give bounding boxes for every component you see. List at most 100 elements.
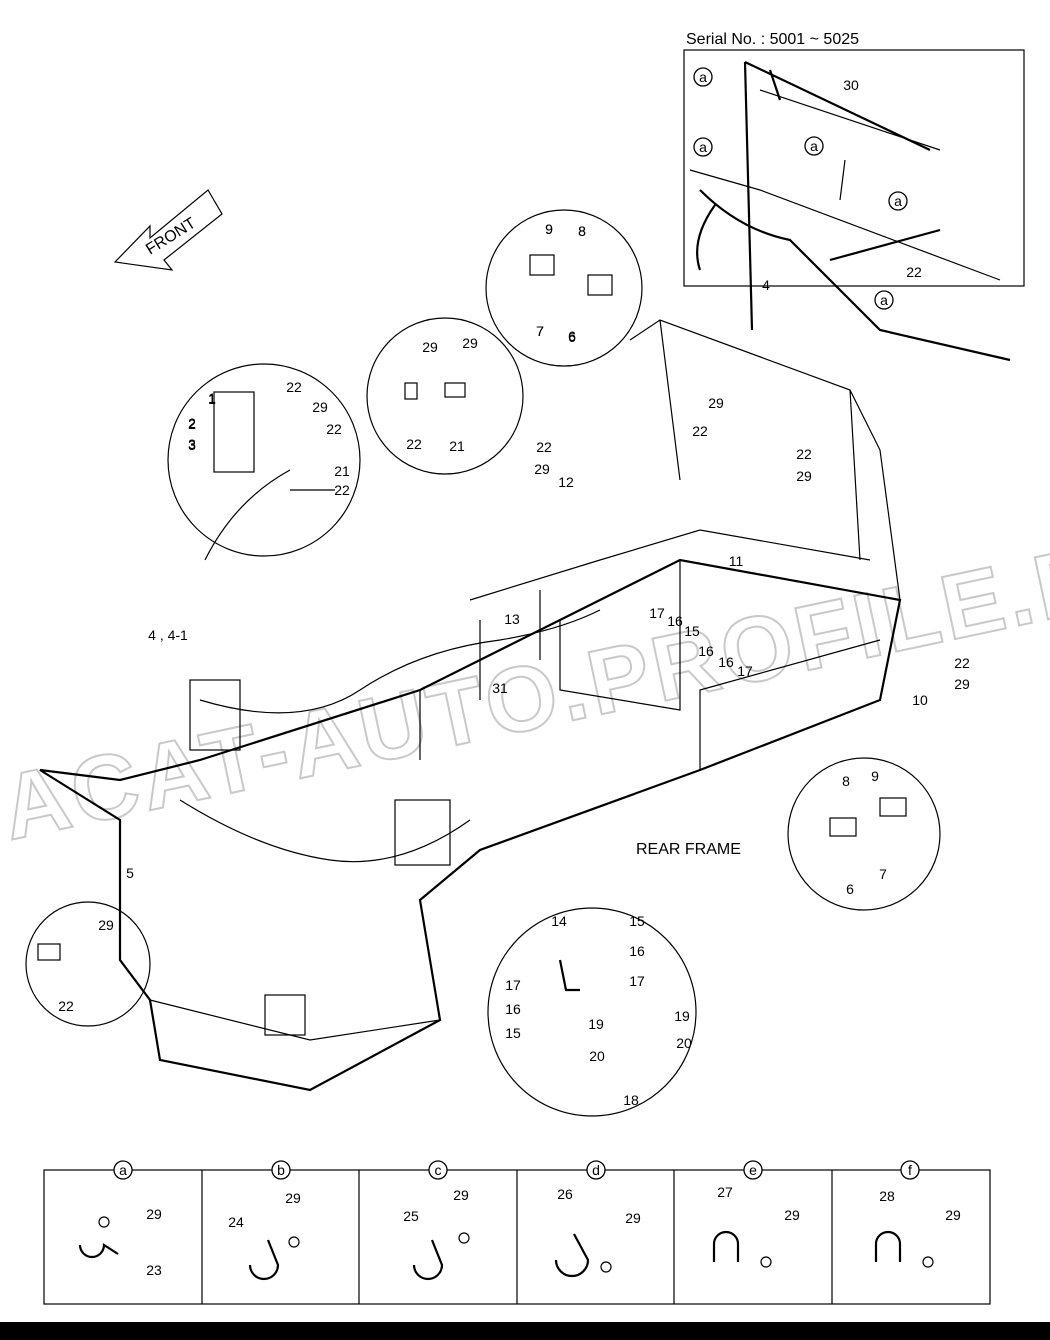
svg-text:16: 16: [698, 643, 714, 659]
svg-text:17: 17: [505, 977, 521, 993]
svg-text:15: 15: [684, 623, 700, 639]
svg-text:22: 22: [286, 379, 302, 395]
svg-text:13: 13: [504, 611, 520, 627]
svg-text:25: 25: [403, 1208, 419, 1224]
svg-text:7: 7: [879, 866, 887, 882]
detail-circle-2: 29 29 22 21: [366, 317, 524, 475]
detail-circle-1: 1 2 3 22 29 22 21 22: [167, 363, 361, 561]
svg-text:a: a: [699, 139, 707, 155]
inset-serial-box: [683, 49, 1025, 362]
svg-text:a: a: [894, 193, 902, 209]
svg-text:a: a: [880, 292, 888, 308]
svg-text:29: 29: [98, 917, 114, 933]
callout-30: 30: [843, 77, 859, 93]
svg-text:15: 15: [629, 913, 645, 929]
svg-text:21: 21: [334, 463, 350, 479]
svg-text:22: 22: [954, 655, 970, 671]
svg-text:29: 29: [784, 1207, 800, 1223]
svg-text:8: 8: [578, 223, 586, 239]
svg-text:19: 19: [588, 1016, 604, 1032]
svg-text:14: 14: [551, 913, 567, 929]
detail-circle-6: 14 15 16 17 17 16 15 19 19 20 20 18: [487, 907, 697, 1117]
legend-cell-b: b 29 24: [228, 1160, 301, 1281]
svg-text:29: 29: [954, 676, 970, 692]
svg-text:29: 29: [534, 461, 550, 477]
svg-text:8: 8: [578, 223, 586, 239]
svg-text:31: 31: [492, 680, 508, 696]
svg-text:23: 23: [146, 1262, 162, 1278]
svg-text:a: a: [810, 138, 818, 154]
svg-text:6: 6: [846, 881, 854, 897]
svg-text:1: 1: [208, 391, 216, 407]
svg-text:6: 6: [568, 329, 576, 345]
svg-text:9: 9: [871, 768, 879, 784]
callout-22: 22: [906, 264, 922, 280]
svg-text:29: 29: [285, 1190, 301, 1206]
svg-text:22: 22: [796, 446, 812, 462]
svg-text:17: 17: [649, 605, 665, 621]
detail-circle-5: 29 22: [25, 901, 151, 1027]
svg-text:22: 22: [536, 439, 552, 455]
svg-text:22: 22: [326, 421, 342, 437]
svg-text:20: 20: [676, 1035, 692, 1051]
svg-text:2: 2: [188, 416, 196, 432]
svg-text:18: 18: [623, 1092, 639, 1108]
bottom-band: [0, 1322, 1050, 1340]
svg-text:15: 15: [505, 1025, 521, 1041]
legend-cell-f: f 29 28: [874, 1160, 961, 1268]
serial-number: Serial No. : 5001 ~ 5025: [686, 31, 859, 48]
svg-text:10: 10: [912, 692, 928, 708]
svg-text:12: 12: [558, 474, 574, 490]
legend-cell-e: e 29 27: [712, 1160, 800, 1268]
svg-text:27: 27: [717, 1184, 733, 1200]
svg-text:20: 20: [589, 1048, 605, 1064]
svg-text:29: 29: [945, 1207, 961, 1223]
rear-frame-label: REAR FRAME: [636, 841, 741, 858]
svg-text:16: 16: [718, 654, 734, 670]
front-arrow: FRONT: [113, 189, 223, 271]
svg-text:c: c: [435, 1162, 442, 1178]
svg-text:29: 29: [422, 339, 438, 355]
detail-circle-3: 9 8 7 6: [485, 209, 643, 367]
svg-text:8: 8: [842, 773, 850, 789]
svg-text:7: 7: [536, 323, 544, 339]
svg-text:22: 22: [406, 436, 422, 452]
svg-text:2: 2: [188, 415, 196, 431]
svg-text:17: 17: [629, 973, 645, 989]
inset-letter-bubbles: a a a a a: [693, 67, 908, 310]
svg-text:26: 26: [557, 1186, 573, 1202]
svg-text:17: 17: [737, 663, 753, 679]
svg-text:29: 29: [625, 1210, 641, 1226]
main-callouts: 1 2 3 4 , 4-1 5 6 7 8 9 10 11 12 13 31 2…: [126, 221, 970, 881]
svg-text:e: e: [749, 1162, 757, 1178]
legend-cell-c: c 29 25: [403, 1160, 470, 1281]
svg-text:29: 29: [462, 335, 478, 351]
svg-text:29: 29: [453, 1187, 469, 1203]
svg-text:29: 29: [796, 468, 812, 484]
svg-text:24: 24: [228, 1214, 244, 1230]
svg-text:a: a: [699, 69, 707, 85]
svg-text:29: 29: [146, 1206, 162, 1222]
svg-text:b: b: [277, 1162, 285, 1178]
svg-text:19: 19: [674, 1008, 690, 1024]
svg-text:16: 16: [505, 1001, 521, 1017]
svg-text:3: 3: [188, 436, 196, 452]
legend-cell-a: a 29 23: [78, 1160, 162, 1278]
svg-text:22: 22: [692, 423, 708, 439]
svg-text:9: 9: [545, 221, 553, 237]
svg-text:22: 22: [334, 482, 350, 498]
svg-text:5: 5: [126, 865, 134, 881]
svg-text:29: 29: [312, 399, 328, 415]
watermark-text: ACAT-AUTO.PROFILE.RU: [0, 511, 1050, 859]
svg-text:f: f: [908, 1162, 912, 1178]
svg-text:7: 7: [536, 323, 544, 339]
svg-text:1: 1: [208, 390, 216, 406]
legend-table: [43, 1169, 991, 1305]
detail-circle-4: 8 9 6 7: [787, 757, 941, 911]
svg-text:6: 6: [568, 328, 576, 344]
svg-text:a: a: [119, 1162, 127, 1178]
legend-cell-d: d 29 26: [554, 1160, 641, 1278]
svg-text:11: 11: [729, 553, 744, 569]
svg-text:16: 16: [629, 943, 645, 959]
frame-drawing: [39, 319, 902, 1092]
